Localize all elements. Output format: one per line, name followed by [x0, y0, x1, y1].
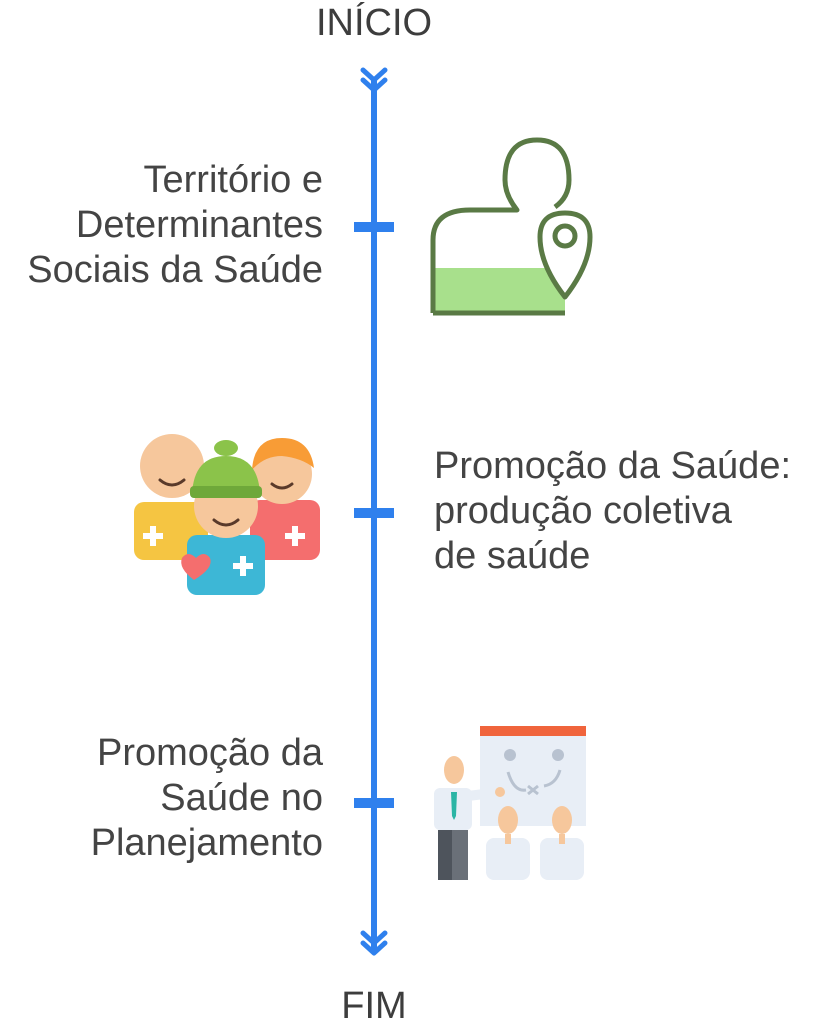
- step-1-line-2: Determinantes: [75, 204, 323, 246]
- bottom-chevron-down-icon: [360, 930, 388, 956]
- presentation-planning-icon: [434, 726, 586, 880]
- start-label: INÍCIO: [315, 2, 433, 44]
- step-1-line-3: Sociais da Saúde: [27, 249, 323, 291]
- step-3-text: Promoção da Saúde no Planejamento: [91, 731, 323, 866]
- step-2-text: Promoção da Saúde: produção coletiva de …: [434, 444, 791, 579]
- step-2-line-1: Promoção da Saúde:: [434, 445, 792, 487]
- step-3-line-3: Planejamento: [90, 822, 323, 864]
- step-1-text: Território e Determinantes Sociais da Sa…: [27, 158, 323, 293]
- step-3-line-2: Saúde no: [160, 777, 323, 819]
- step-1-line-1: Território e: [143, 159, 324, 201]
- step-2-line-2: produção coletiva: [434, 490, 732, 532]
- person-location-icon: [430, 137, 593, 316]
- top-chevron-down-icon: [360, 67, 388, 93]
- community-health-icon: [134, 434, 320, 595]
- end-label: FIM: [341, 985, 407, 1027]
- step-2-line-3: de saúde: [434, 535, 591, 577]
- step-3-line-1: Promoção da: [96, 732, 323, 774]
